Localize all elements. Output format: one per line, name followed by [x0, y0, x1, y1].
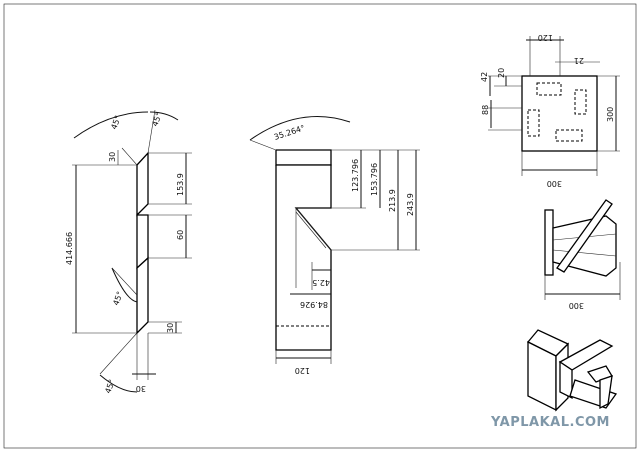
- plan-dim-120: 120: [538, 33, 553, 42]
- part1-angle-3: 45°: [111, 290, 124, 306]
- part1-dim-30-top: 30: [108, 152, 117, 162]
- part1-dim-153.9: 153.9: [176, 173, 185, 196]
- part1-dim-30-bottom: 30: [136, 384, 146, 393]
- plan-view: 120 21 42 20 88 300 300: [480, 33, 620, 188]
- side-dim-300: 300: [569, 301, 584, 310]
- part1-dim-30-mid: 30: [166, 323, 175, 333]
- part1-dim-414.666: 414.666: [65, 232, 74, 265]
- part2-view: 35.264° 123.796 153.796 213.9 243.9 42.5…: [249, 116, 420, 375]
- part2-angle: 35.264°: [273, 123, 306, 141]
- part1-view: 45° 45° 45° 45° 30 153.9 60 30 414.666 3…: [65, 109, 192, 395]
- part2-dim-153.796: 153.796: [370, 163, 379, 196]
- part1-dim-60: 60: [176, 230, 185, 240]
- plan-dim-300-bottom: 300: [547, 179, 562, 188]
- plan-dim-42: 42: [480, 72, 489, 82]
- part2-dim-213.9: 213.9: [388, 189, 397, 212]
- watermark: YAPLAKAL.COM: [491, 415, 610, 430]
- plan-dim-21: 21: [574, 56, 584, 65]
- side-view: 300: [544, 199, 621, 310]
- plan-dim-88: 88: [481, 105, 490, 115]
- part2-dim-120: 120: [295, 366, 310, 375]
- part1-angle-2: 45°: [150, 111, 163, 127]
- plan-dim-20: 20: [497, 68, 506, 78]
- part1-angle-4: 45°: [103, 378, 116, 394]
- isometric-view: [526, 329, 618, 412]
- sheet-border: [3, 3, 637, 449]
- part2-dim-42.5: 42.5: [312, 278, 330, 287]
- part2-dim-123.796: 123.796: [351, 159, 360, 192]
- plan-dim-300-right: 300: [606, 107, 615, 122]
- part2-dim-243.9: 243.9: [406, 193, 415, 216]
- part2-dim-84.926: 84.926: [300, 300, 328, 309]
- part1-angle-1: 45°: [109, 114, 122, 130]
